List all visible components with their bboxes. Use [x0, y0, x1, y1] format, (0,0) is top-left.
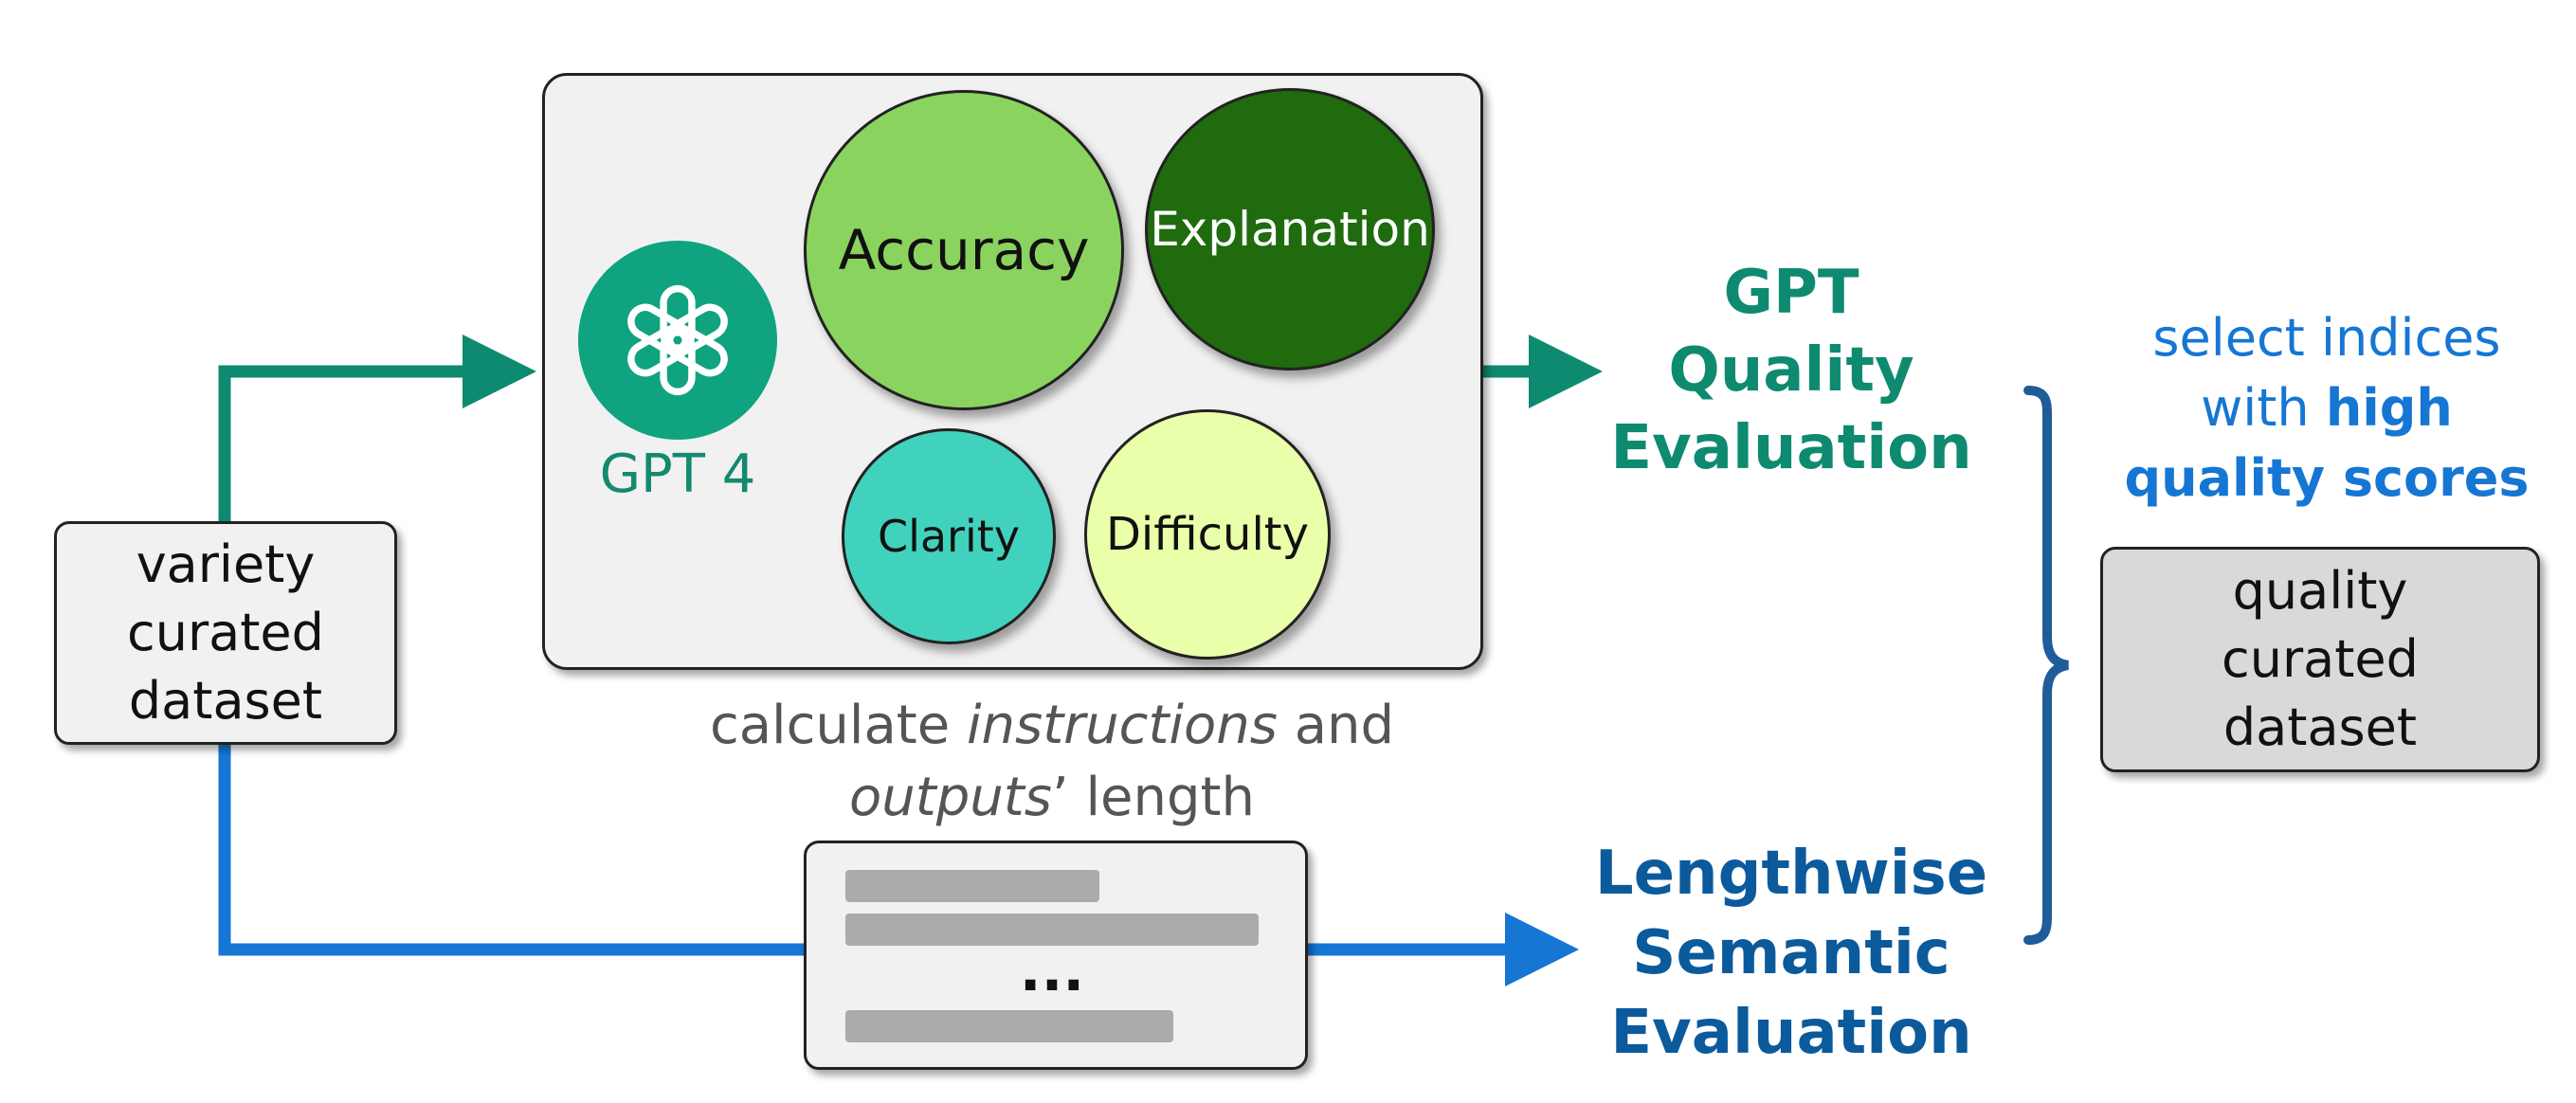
difficulty-label: Difficulty [1105, 508, 1310, 561]
caption-line-2: outputs’ length [682, 762, 1422, 834]
arrow-to-length-box [218, 745, 804, 956]
select-indices-caption: select indices with high quality scores [2113, 303, 2540, 514]
lengthwise-semantic-evaluation-label: Lengthwise Semantic Evaluation [1573, 834, 2009, 1073]
quality-line-3: dataset [2222, 697, 2418, 757]
explanation-circle: Explanation [1145, 88, 1435, 371]
length-eval-line-3: Evaluation [1610, 998, 1972, 1068]
gpt4-label: GPT 4 [599, 443, 756, 505]
arrow-to-gpt [218, 335, 536, 521]
difficulty-circle: Difficulty [1084, 409, 1331, 660]
clarity-circle: Clarity [842, 428, 1056, 644]
variety-curated-dataset-box: variety curated dataset [54, 521, 397, 745]
variety-line-2: curated [127, 603, 324, 662]
length-calculation-caption: calculate instructions and outputs’ leng… [682, 690, 1422, 834]
accuracy-label: Accuracy [838, 218, 1090, 282]
gpt-eval-line-3: Evaluation [1610, 413, 1972, 483]
quality-curated-dataset-box: quality curated dataset [2100, 547, 2540, 772]
caption-text-3: ’ length [1051, 767, 1255, 828]
gpt-eval-line-2: Quality [1668, 335, 1914, 406]
select-line-2: with high [2113, 373, 2540, 443]
length-eval-line-1: Lengthwise [1594, 839, 1988, 909]
caption-line-1: calculate instructions and [682, 690, 1422, 762]
length-eval-line-2: Semantic [1632, 918, 1950, 988]
caption-text-1: calculate [709, 695, 967, 756]
curly-brace [2023, 386, 2069, 945]
quality-line-1: quality [2232, 561, 2408, 621]
length-bar [845, 913, 1259, 946]
caption-outputs: outputs [849, 767, 1052, 828]
length-bar [845, 870, 1099, 902]
explanation-label: Explanation [1150, 202, 1430, 257]
select-line-1: select indices [2152, 308, 2501, 368]
select-text-high: high [2325, 378, 2453, 438]
variety-line-1: variety [136, 534, 316, 594]
caption-instructions: instructions [966, 695, 1278, 756]
quality-line-2: curated [2222, 629, 2419, 689]
select-line-3: quality scores [2113, 443, 2540, 514]
clarity-label: Clarity [877, 511, 1021, 562]
accuracy-circle: Accuracy [804, 90, 1124, 410]
length-bar [845, 1010, 1173, 1042]
gpt-eval-line-1: GPT [1723, 258, 1859, 328]
select-text-with: with [2201, 378, 2326, 438]
gpt-quality-evaluation-label: GPT Quality Evaluation [1592, 254, 1990, 487]
caption-text-2: and [1277, 695, 1395, 756]
select-text-quality-scores: quality scores [2124, 448, 2530, 508]
variety-line-3: dataset [128, 671, 323, 731]
openai-logo-icon [578, 241, 777, 440]
ellipsis-text: ... [1019, 938, 1085, 1004]
